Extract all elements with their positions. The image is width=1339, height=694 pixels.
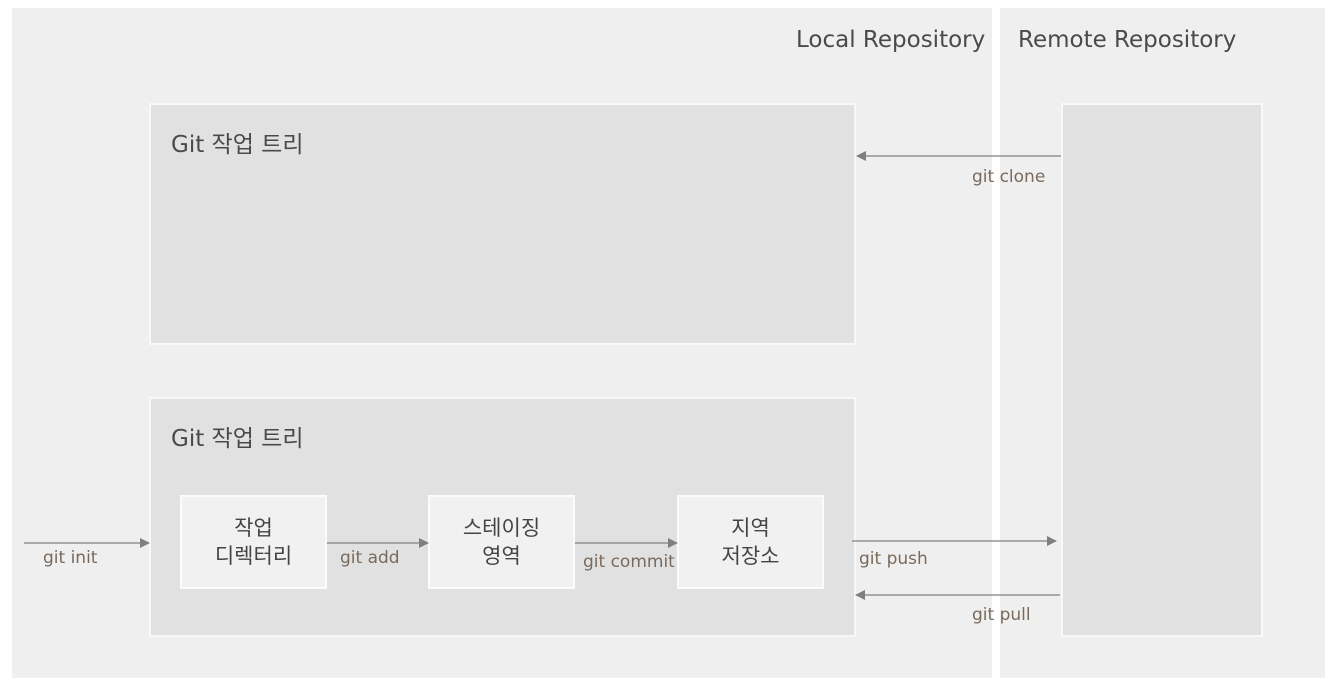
working-directory-line1: 작업 — [234, 516, 273, 540]
git-push-label: git push — [859, 549, 928, 569]
remote-repository-label: Remote Repository — [1018, 27, 1237, 53]
git-add-label: git add — [340, 548, 400, 568]
staging-area-box: 스테이징 영역 — [428, 495, 575, 589]
git-init-label: git init — [43, 548, 98, 568]
local-repo-line1: 지역 — [731, 516, 770, 540]
local-repository-label: Local Repository — [796, 27, 986, 53]
git-pull-label: git pull — [972, 605, 1031, 625]
working-directory-box: 작업 디렉터리 — [180, 495, 327, 589]
upper-work-tree-box: Git 작업 트리 — [149, 103, 856, 345]
lower-work-tree-title: Git 작업 트리 — [171, 426, 304, 452]
staging-area-line1: 스테이징 — [462, 516, 541, 540]
staging-area-line2: 영역 — [482, 544, 521, 568]
working-directory-line2: 디렉터리 — [214, 544, 293, 568]
local-repo-box: 지역 저장소 — [677, 495, 824, 589]
upper-work-tree-title: Git 작업 트리 — [171, 132, 304, 158]
git-commit-label: git commit — [583, 552, 675, 572]
git-clone-label: git clone — [972, 167, 1046, 187]
remote-repository-box — [1061, 103, 1263, 637]
local-repo-line2: 저장소 — [721, 544, 780, 568]
